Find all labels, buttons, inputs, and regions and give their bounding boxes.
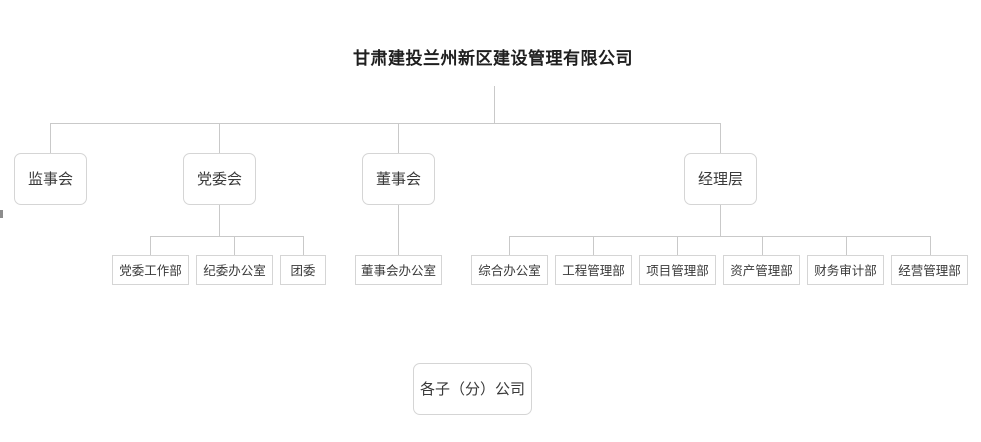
- connector-manager-bus: [509, 236, 931, 237]
- connector-manager-drop-5: [846, 236, 847, 255]
- org-node-asset-dept: 资产管理部: [723, 255, 800, 285]
- org-node-engineering-dept: 工程管理部: [555, 255, 632, 285]
- connector-drop-party: [219, 123, 220, 153]
- connector-level2-bus: [50, 123, 721, 124]
- connector-drop-board: [398, 123, 399, 153]
- connector-party-drop-3: [303, 236, 304, 255]
- org-node-party-work-dept: 党委工作部: [112, 255, 189, 285]
- connector-party-drop-1: [150, 236, 151, 255]
- org-node-general-office: 综合办公室: [471, 255, 548, 285]
- connector-manager-drop-4: [762, 236, 763, 255]
- connector-manager-drop-3: [677, 236, 678, 255]
- org-node-operations-dept: 经营管理部: [891, 255, 968, 285]
- connector-party-stem: [219, 205, 220, 236]
- org-node-management: 经理层: [684, 153, 757, 205]
- connector-manager-drop-6: [930, 236, 931, 255]
- org-node-discipline-office: 纪委办公室: [196, 255, 273, 285]
- connector-manager-stem: [720, 205, 721, 236]
- connector-manager-drop-2: [593, 236, 594, 255]
- connector-board-stem: [398, 205, 399, 255]
- org-node-youth-league: 团委: [280, 255, 326, 285]
- org-node-subsidiaries: 各子（分）公司: [413, 363, 532, 415]
- org-node-project-dept: 项目管理部: [639, 255, 716, 285]
- connector-party-drop-2: [234, 236, 235, 255]
- connector-manager-drop-1: [509, 236, 510, 255]
- org-node-board-of-directors: 董事会: [362, 153, 435, 205]
- org-node-root: 甘肃建投兰州新区建设管理有限公司: [353, 48, 633, 69]
- org-node-board-office: 董事会办公室: [355, 255, 442, 285]
- connector-drop-manager: [720, 123, 721, 153]
- connector-party-bus: [150, 236, 303, 237]
- org-node-finance-audit-dept: 财务审计部: [807, 255, 884, 285]
- org-node-supervisory-board: 监事会: [14, 153, 87, 205]
- edge-artifact-mark: [0, 210, 3, 218]
- connector-drop-supervisory: [50, 123, 51, 153]
- connector-root-stem: [494, 86, 495, 123]
- org-node-party-committee: 党委会: [183, 153, 256, 205]
